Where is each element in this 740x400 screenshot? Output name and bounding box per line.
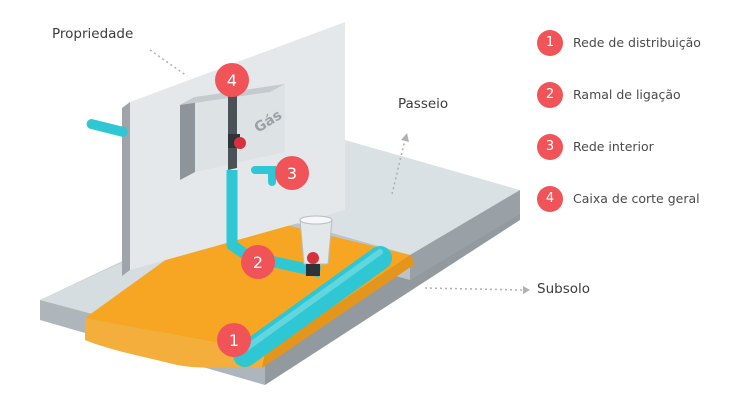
- meter-cup: [299, 215, 333, 265]
- legend-text: Caixa de corte geral: [573, 191, 700, 206]
- legend-item-ramal-ligacao: 2 Ramal de ligação: [537, 82, 737, 110]
- legend-item-rede-distribuicao: 1 Rede de distribuição: [537, 30, 737, 58]
- label-subsolo: Subsolo: [537, 281, 590, 297]
- legend-item-rede-interior: 3 Rede interior: [537, 134, 737, 162]
- label-propriedade: Propriedade: [52, 26, 134, 42]
- marker-2: 2: [241, 245, 275, 279]
- wall-pipe-stub: [86, 119, 128, 137]
- passeio-arrow-icon: [401, 133, 409, 142]
- connection-valve-icon: [306, 252, 320, 276]
- distribution-pipe: [233, 246, 392, 367]
- legend-number: 2: [537, 82, 563, 108]
- legend-text: Rede interior: [573, 139, 654, 154]
- marker-3: 3: [275, 156, 309, 190]
- box-valve-icon: [228, 134, 246, 149]
- marker-2-number: 2: [253, 253, 263, 272]
- marker-1: 1: [217, 323, 251, 357]
- legend-text: Ramal de ligação: [573, 87, 681, 102]
- subsolo-arrow-icon: [523, 286, 530, 294]
- legend-item-caixa-corte: 4 Caixa de corte geral: [537, 186, 737, 214]
- legend-number: 1: [537, 30, 563, 56]
- label-passeio: Passeio: [398, 96, 449, 112]
- callout-lines: [149, 49, 524, 291]
- marker-4-number: 4: [227, 71, 237, 90]
- marker-1-number: 1: [229, 331, 239, 350]
- legend-text: Rede de distribuição: [573, 35, 701, 50]
- service-connection-pipe: [226, 170, 322, 278]
- gas-cutoff-box: [180, 84, 285, 180]
- marker-4: 4: [215, 63, 249, 97]
- legend-number: 4: [537, 186, 563, 212]
- marker-3-number: 3: [287, 164, 297, 183]
- interior-pipe: [251, 166, 276, 186]
- legend-number: 3: [537, 134, 563, 160]
